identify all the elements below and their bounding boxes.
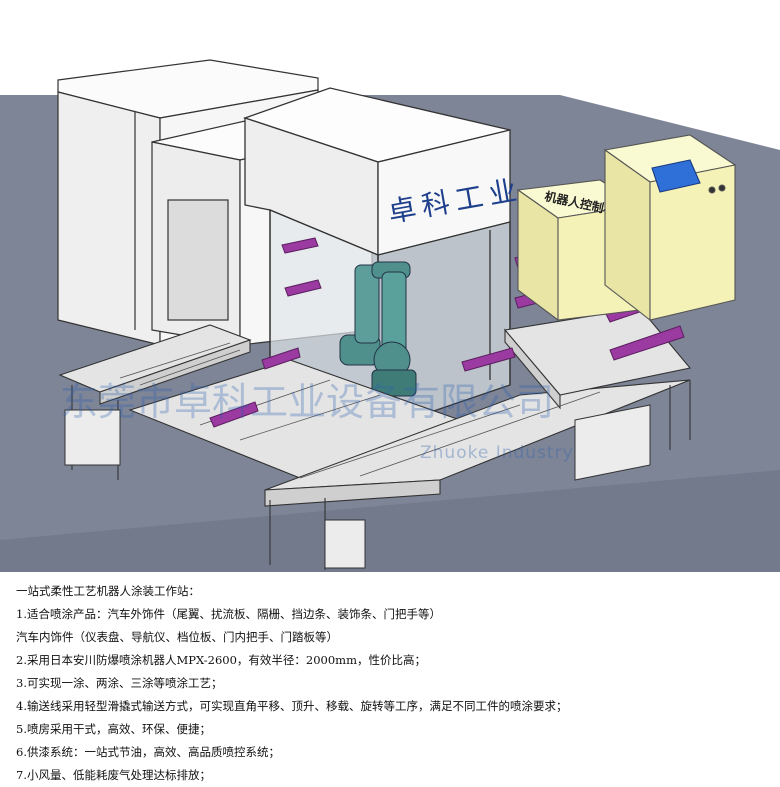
- description-line: 1.适合喷涂产品：汽车外饰件（尾翼、扰流板、隔栅、挡边条、装饰条、门把手等）: [16, 607, 441, 621]
- floor-shadow: [0, 470, 780, 572]
- description-line: 一站式柔性工艺机器人涂装工作站：: [16, 584, 200, 598]
- operator-console: [603, 134, 737, 322]
- description-line: 3.可实现一涂、两涂、三涂等喷涂工艺；: [16, 676, 223, 690]
- description-line: 5.喷房采用干式，高效、环保、便捷；: [16, 722, 211, 736]
- description-line: 7.小风量、低能耗废气处理达标排放；: [16, 768, 211, 782]
- rail-rollers: [119, 342, 601, 479]
- description-line: 4.输送线采用轻型滑撬式输送方式，可实现直角平移、顶升、移载、旋转等工序，满足不…: [16, 699, 568, 713]
- paint-robot: [339, 261, 417, 397]
- workstation-diagram: 卓科工业: [0, 59, 780, 572]
- description-line: 汽车内饰件（仪表盘、导航仪、档位板、门内把手、门踏板等）: [16, 630, 338, 644]
- description-line: 6.供漆系统：一站式节油，高效、高品质喷控系统；: [16, 745, 280, 759]
- waste-tanks: [64, 404, 651, 569]
- workstation-description: 一站式柔性工艺机器人涂装工作站： 1.适合喷涂产品：汽车外饰件（尾翼、扰流板、隔…: [16, 580, 766, 787]
- company-watermark-en: Zhuoke Industry: [420, 443, 574, 463]
- company-watermark-cn: 东莞市卓科工业设备有限公司: [60, 380, 554, 424]
- description-line: 2.采用日本安川防爆喷涂机器人MPX-2600，有效半径：2000mm，性价比高…: [16, 653, 426, 667]
